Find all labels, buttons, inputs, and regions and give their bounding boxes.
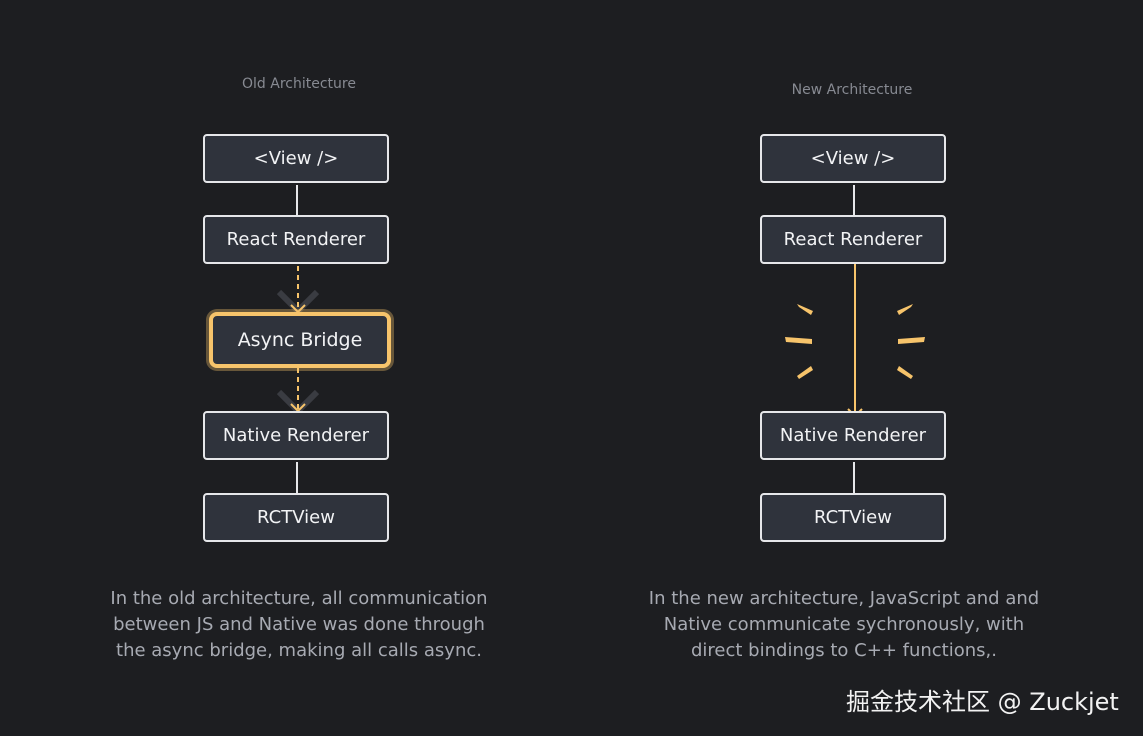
new-architecture-caption: In the new architecture, JavaScript and … xyxy=(634,586,1054,664)
new-rctview-box: RCTView xyxy=(760,493,946,542)
new-view-box: <View /> xyxy=(760,134,946,183)
old-async-bridge-box: Async Bridge xyxy=(209,312,391,368)
new-architecture-title: New Architecture xyxy=(791,82,913,98)
old-native-renderer-box: Native Renderer xyxy=(203,411,389,460)
old-connector-1 xyxy=(296,185,298,215)
new-react-renderer-box: React Renderer xyxy=(760,215,946,264)
new-caption-line-2: Native communicate sychronously, with xyxy=(663,614,1025,635)
old-rctview-box: RCTView xyxy=(203,493,389,542)
old-architecture-title: Old Architecture xyxy=(242,76,356,92)
new-caption-line-3: direct bindings to C++ functions,. xyxy=(691,640,997,661)
old-connector-4 xyxy=(296,462,298,493)
old-view-box: <View /> xyxy=(203,134,389,183)
burst-icon-right xyxy=(897,304,925,379)
watermark: 掘金技术社区 @ Zuckjet xyxy=(846,688,1119,716)
old-react-renderer-box: React Renderer xyxy=(203,215,389,264)
old-caption-line-2: between JS and Native was done through xyxy=(113,614,485,635)
burst-icon-left xyxy=(785,304,813,379)
old-caption-line-3: the async bridge, making all calls async… xyxy=(116,640,482,661)
new-caption-line-1: In the new architecture, JavaScript and … xyxy=(648,588,1040,609)
new-native-renderer-box: Native Renderer xyxy=(760,411,946,460)
new-connector-1 xyxy=(853,185,855,215)
new-connector-3 xyxy=(853,462,855,493)
old-architecture-caption: In the old architecture, all communicati… xyxy=(89,586,509,664)
old-caption-line-1: In the old architecture, all communicati… xyxy=(110,588,488,609)
